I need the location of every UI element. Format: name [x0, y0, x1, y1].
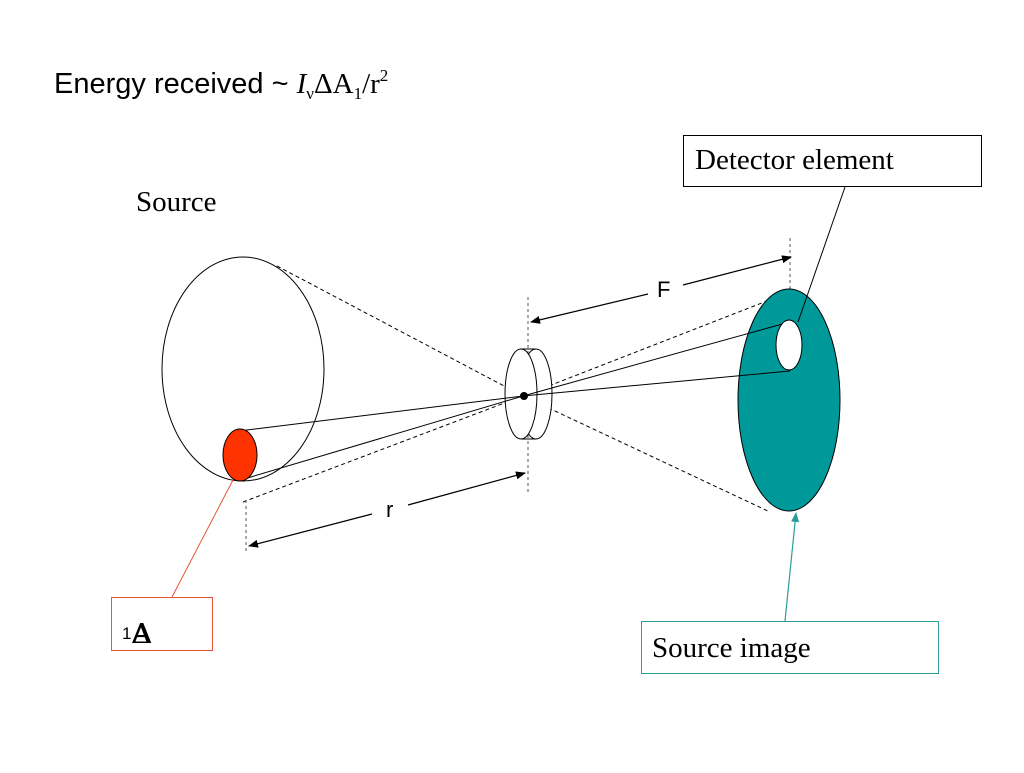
intensity-subscript: ν — [306, 84, 314, 103]
delta-symbol: Δ — [313, 68, 333, 100]
area-leader-line — [171, 479, 234, 598]
source-area-patch — [222, 428, 258, 482]
title-formula: IνΔA1/r2 — [296, 66, 389, 103]
light-rays — [238, 322, 791, 480]
source-image-callout: Source image — [641, 621, 939, 674]
source-label: Source — [136, 186, 217, 218]
intensity-symbol: I — [296, 68, 307, 100]
projection-dashed-lines — [242, 265, 791, 513]
source-image-ellipse — [737, 288, 841, 512]
area-label-subscript: 1 — [122, 624, 132, 643]
detector-element-ellipse — [775, 319, 803, 371]
divisor: /r — [362, 68, 380, 100]
focal-length-arrow — [530, 255, 792, 324]
distance-label: r — [386, 497, 393, 522]
source-image-label: Source image — [652, 632, 811, 664]
focal-length-label: F — [657, 277, 670, 302]
detector-element-label: Detector element — [695, 144, 894, 176]
area-subscript: 1 — [353, 84, 363, 103]
area-symbol: A — [332, 68, 354, 100]
title-prefix: Energy received ~ — [54, 68, 297, 100]
area-label-symbol: A — [132, 618, 152, 650]
image-leader-line — [784, 512, 800, 622]
lens-center-dot — [520, 392, 528, 400]
lens — [504, 348, 553, 440]
area-delta: Δ — [132, 618, 151, 650]
detector-element-callout: Detector element — [683, 135, 982, 187]
distance-r-arrow — [248, 471, 526, 548]
page-title: Energy received ~ IνΔA1/r2 — [54, 66, 388, 104]
detector-leader-line — [797, 186, 846, 323]
exponent: 2 — [379, 66, 389, 85]
